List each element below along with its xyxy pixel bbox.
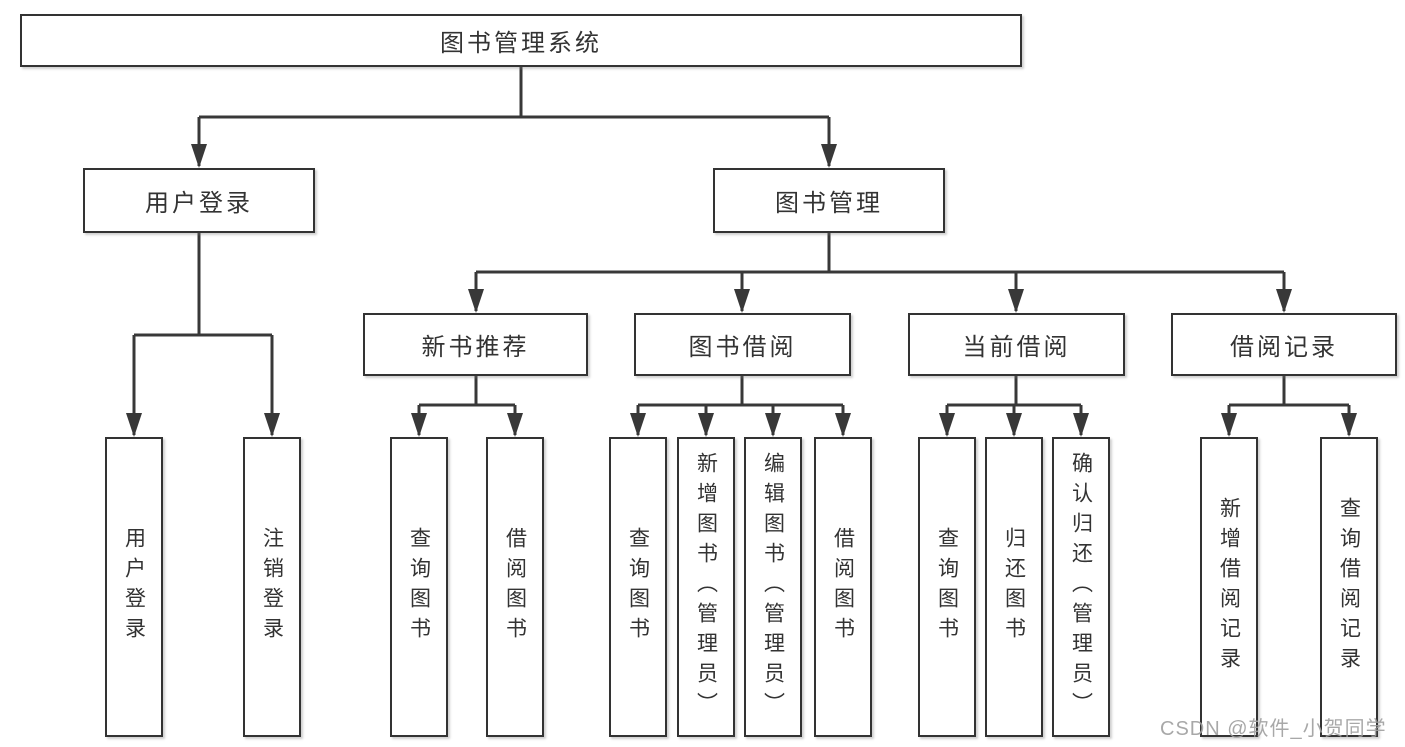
leaf-query-borrow-record: 查询借阅记录: [1320, 437, 1378, 737]
leaf-add-borrow-record: 新增借阅记录: [1200, 437, 1258, 737]
connector-root-to-level2: [191, 67, 837, 168]
leaf-borrow-book-2: 借阅图书: [814, 437, 872, 737]
leaf-borrow-book-1: 借阅图书: [486, 437, 544, 737]
leaf-query-book-3: 查询图书: [918, 437, 976, 737]
node-book-borrow: 图书借阅: [634, 313, 851, 376]
node-borrow-record: 借阅记录: [1171, 313, 1397, 376]
leaf-edit-book-admin: 编辑图书（管理员）: [744, 437, 802, 737]
leaf-confirm-return-admin: 确认归还（管理员）: [1052, 437, 1110, 737]
leaf-query-book-1: 查询图书: [390, 437, 448, 737]
connector-new-book-children: [411, 376, 523, 437]
connector-user-login-children: [126, 233, 280, 437]
connector-borrow-record-children: [1221, 376, 1357, 437]
leaf-user-login: 用户登录: [105, 437, 163, 737]
node-new-book-recommend: 新书推荐: [363, 313, 588, 376]
node-current-borrow: 当前借阅: [908, 313, 1125, 376]
connector-book-mgmt-children: [468, 233, 1292, 313]
connector-book-borrow-children: [630, 376, 851, 437]
node-root-system: 图书管理系统: [20, 14, 1022, 67]
node-user-login: 用户登录: [83, 168, 315, 233]
connector-current-borrow-children: [939, 376, 1089, 437]
leaf-return-book: 归还图书: [985, 437, 1043, 737]
leaf-add-book-admin: 新增图书（管理员）: [677, 437, 735, 737]
node-book-management: 图书管理: [713, 168, 945, 233]
csdn-watermark: CSDN @软件_小贺同学: [1160, 718, 1387, 740]
leaf-logout: 注销登录: [243, 437, 301, 737]
leaf-query-book-2: 查询图书: [609, 437, 667, 737]
